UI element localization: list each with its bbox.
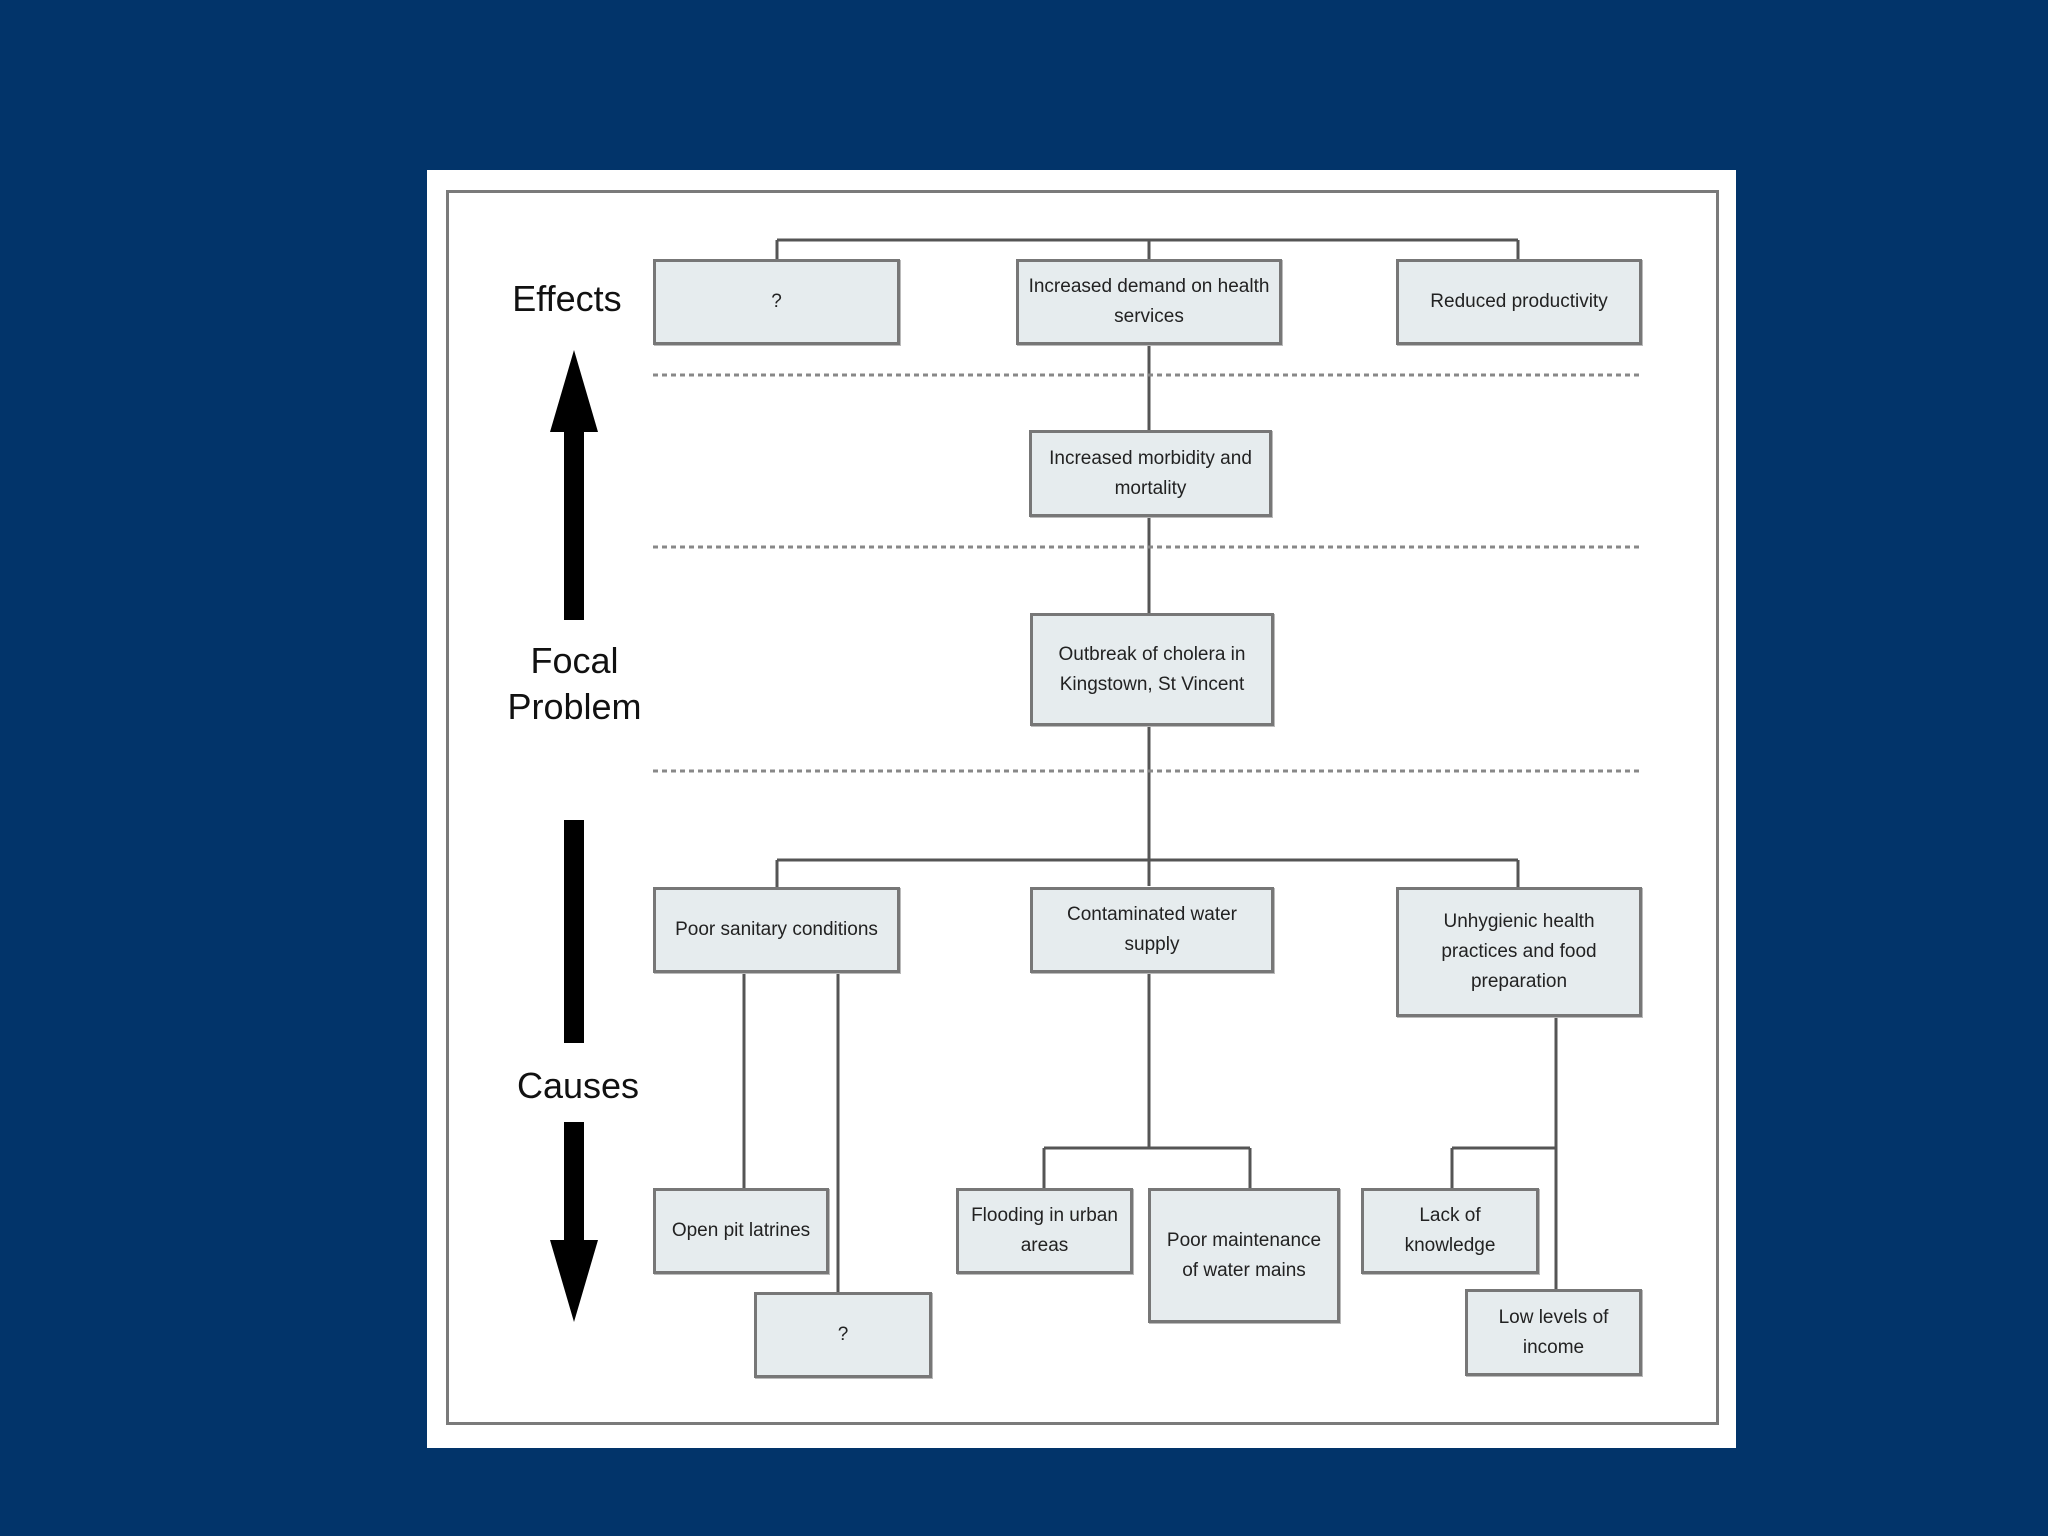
subcause-flooding-box: Flooding in urban areas	[956, 1188, 1133, 1274]
diagram-frame	[446, 190, 1719, 1425]
effects-label: Effects	[512, 278, 622, 319]
subcause-maintenance-box: Poor maintenance of water mains	[1148, 1188, 1340, 1323]
focal-problem-label: Focal Problem	[507, 640, 642, 727]
subcause-latrines-box: Open pit latrines	[653, 1188, 829, 1274]
effect-productivity-box: Reduced productivity	[1396, 259, 1642, 345]
subcause-unknown-box: ?	[754, 1292, 932, 1378]
effect-health-services-box: Increased demand on health services	[1016, 259, 1282, 345]
focal-problem-box: Outbreak of cholera in Kingstown, St Vin…	[1030, 613, 1274, 726]
cause-water-box: Contaminated water supply	[1030, 887, 1274, 973]
morbidity-box: Increased morbidity and mortality	[1029, 430, 1272, 517]
subcause-knowledge-box: Lack of knowledge	[1361, 1188, 1539, 1274]
causes-label: Causes	[516, 1065, 640, 1106]
subcause-income-box: Low levels of income	[1465, 1289, 1642, 1376]
cause-sanitary-box: Poor sanitary conditions	[653, 887, 900, 973]
cause-hygiene-box: Unhygienic health practices and food pre…	[1396, 887, 1642, 1017]
effect-unknown-box: ?	[653, 259, 900, 345]
